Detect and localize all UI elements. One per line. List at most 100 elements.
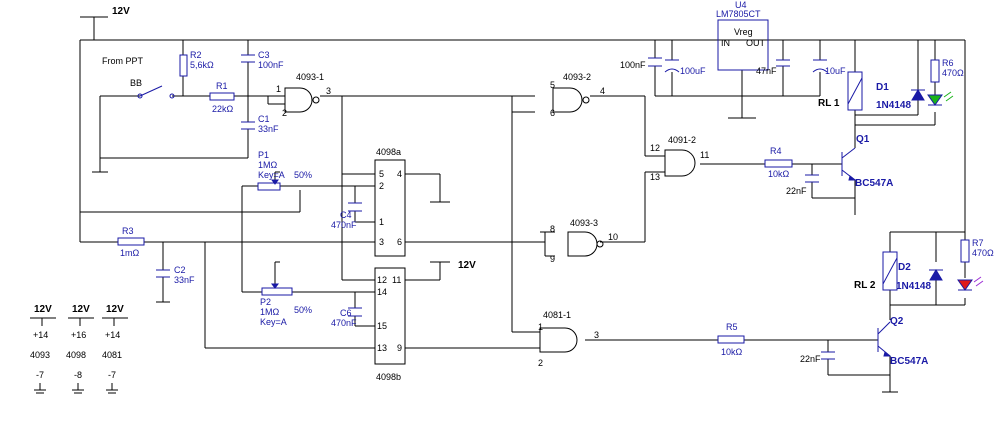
pt-chip-3: 4081	[102, 350, 122, 360]
pt-pos-3: +14	[105, 330, 120, 340]
gate-4081-1	[539, 327, 578, 353]
gate3-name: 4093-3	[570, 218, 598, 228]
r3-value: 1mΩ	[120, 248, 140, 258]
reg-part: LM7805CT	[716, 9, 761, 19]
ic4098b-pin-13: 13	[377, 343, 387, 353]
ic4098a-pin-6: 6	[397, 237, 402, 247]
r4-value: 10kΩ	[768, 169, 790, 179]
pt-pos-2: +16	[71, 330, 86, 340]
d1-name: D1	[876, 82, 889, 93]
gate3-out: 10	[608, 232, 618, 242]
gate5-name: 4081-1	[543, 310, 571, 320]
components	[117, 19, 984, 360]
ic4098b-pin-15: 15	[377, 321, 387, 331]
gate5-in1: 1	[538, 322, 543, 332]
q1-base-cap: 22nF	[786, 186, 807, 196]
r1-value: 22kΩ	[212, 104, 234, 114]
r5-value: 10kΩ	[721, 347, 743, 357]
pt-chip-2: 4098	[66, 350, 86, 360]
r6-name: R6	[942, 58, 954, 68]
p1-pct: 50%	[294, 170, 312, 180]
gate-4093-3	[567, 231, 604, 257]
gate2-in1: 5	[550, 80, 555, 90]
ic4098b-pin-14: 14	[377, 287, 387, 297]
gate-4093-1	[284, 87, 320, 113]
r4-name: R4	[770, 146, 782, 156]
ic4098a-pin-4: 4	[397, 169, 402, 179]
reg-ref: U4	[735, 0, 747, 10]
p2-pct: 50%	[294, 305, 312, 315]
ic4098a-pin-2: 2	[379, 181, 384, 191]
labels: 12V From PPT BB R2 5,6kΩ C3 100nF R1 22k…	[102, 0, 994, 382]
p2-key: Key=A	[260, 317, 287, 327]
c2-value: 33nF	[174, 275, 195, 285]
reg-in-el: 100uF	[680, 66, 706, 76]
q2-base-cap: 22nF	[800, 354, 821, 364]
c3-value: 100nF	[258, 60, 284, 70]
gate1-name: 4093-1	[296, 72, 324, 82]
rl1-label: RL 1	[818, 98, 840, 109]
pt-v-3: 12V	[106, 304, 124, 315]
d2-name: D2	[898, 262, 911, 273]
c1-value: 33nF	[258, 124, 279, 134]
reg-label: Vreg	[734, 27, 753, 37]
ic4098b-pin-9: 9	[397, 343, 402, 353]
gate-4091-2	[664, 149, 696, 177]
pt-neg-1: -7	[36, 370, 44, 380]
r2-name: R2	[190, 50, 202, 60]
gate3-in2: 9	[550, 254, 555, 264]
c4-name: C4	[340, 210, 352, 220]
r7-value: 470Ω	[972, 248, 994, 258]
c3-name: C3	[258, 50, 270, 60]
reg-out-cap: 47nF	[756, 66, 777, 76]
supply-12v-label: 12V	[112, 6, 130, 17]
ic4098a-name: 4098a	[376, 147, 401, 157]
ic4098b-pin-12: 12	[377, 275, 387, 285]
d2-part: 1N4148	[896, 281, 931, 292]
q1-name: Q1	[856, 134, 870, 145]
reg-out-el: 10uF	[825, 66, 846, 76]
pt-neg-3: -7	[108, 370, 116, 380]
gate4-out: 11	[700, 150, 709, 160]
gate3-in1: 8	[550, 224, 555, 234]
p1-key: Key=A	[258, 170, 285, 180]
power-table: 12V 12V 12V +14 +16 +14 4093 4098 4081 -…	[30, 304, 128, 394]
ic-4098a	[374, 159, 406, 257]
gate1-in1: 1	[276, 84, 281, 94]
r5-name: R5	[726, 322, 738, 332]
q1-part: BC547A	[855, 178, 893, 189]
ic4098b-pin-11: 11	[392, 275, 401, 285]
gate2-name: 4093-2	[563, 72, 591, 82]
reg-out: OUT	[746, 38, 766, 48]
reg-in-cap: 100nF	[620, 60, 646, 70]
gate4-in2: 13	[650, 172, 660, 182]
p2-value: 1MΩ	[260, 307, 280, 317]
c6-value: 470nF	[331, 318, 357, 328]
pt-neg-2: -8	[74, 370, 82, 380]
r7-name: R7	[972, 238, 984, 248]
p1-name: P1	[258, 150, 269, 160]
c1-name: C1	[258, 114, 270, 124]
gate1-in2: 2	[282, 108, 287, 118]
gate1-out: 3	[326, 86, 331, 96]
gate5-in2: 2	[538, 358, 543, 368]
pt-v-2: 12V	[72, 304, 90, 315]
c6-name: C6	[340, 308, 352, 318]
r6-value: 470Ω	[942, 68, 964, 78]
pt-v-1: 12V	[34, 304, 52, 315]
ic4098a-pin-5: 5	[379, 169, 384, 179]
r2-value: 5,6kΩ	[190, 60, 214, 70]
ic-4098b	[374, 267, 406, 365]
q2-name: Q2	[890, 316, 904, 327]
ic4098b-name: 4098b	[376, 372, 401, 382]
gate4-in1: 12	[650, 143, 660, 153]
r3-name: R3	[122, 226, 134, 236]
q2-part: BC547A	[890, 356, 928, 367]
pt-pos-1: +14	[33, 330, 48, 340]
gate-4093-2	[552, 87, 590, 113]
aux-12v-label: 12V	[458, 260, 476, 271]
c4-value: 470nF	[331, 220, 357, 230]
gate2-out: 4	[600, 86, 605, 96]
ic4098a-pin-1: 1	[379, 217, 384, 227]
